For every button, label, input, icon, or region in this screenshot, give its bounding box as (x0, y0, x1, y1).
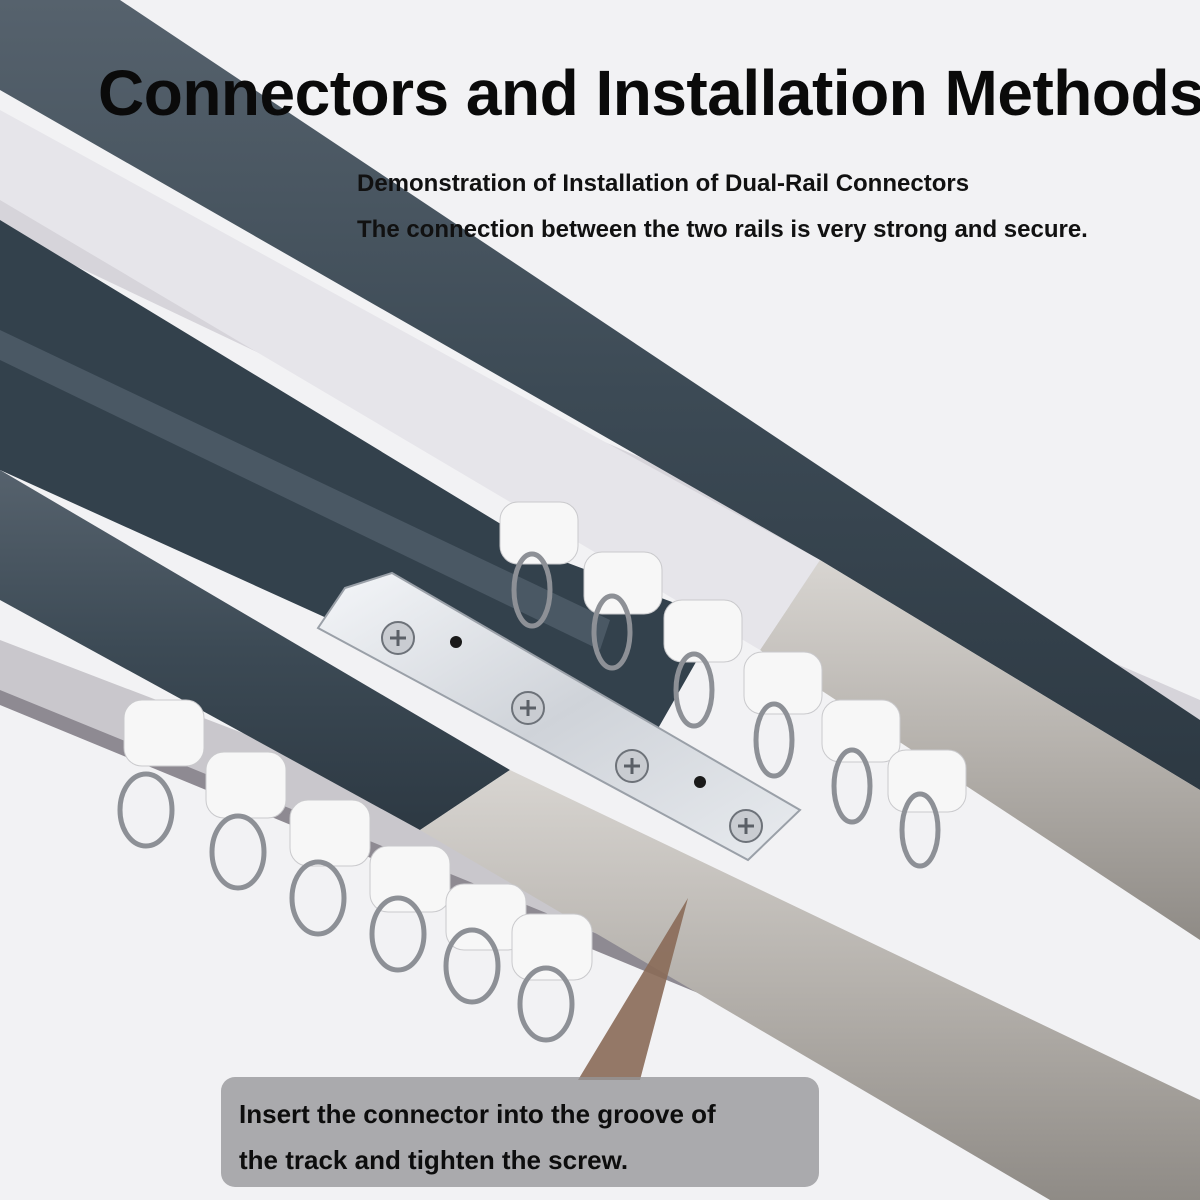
phillips-screw-icon (511, 691, 545, 725)
instruction-callout: Insert the connector into the groove of … (221, 1077, 819, 1187)
curtain-runner-hook-icon (743, 651, 823, 779)
curtain-runner-hook-icon (583, 551, 663, 671)
curtain-runner-hook-icon (821, 699, 901, 825)
curtain-runner-hook-icon (205, 751, 287, 891)
callout-line-2: the track and tighten the screw. (239, 1145, 629, 1175)
curtain-runner-hook-icon (887, 749, 967, 869)
curtain-runner-hook-icon (499, 501, 579, 629)
page-title: Connectors and Installation Methods (98, 57, 1200, 129)
upper-dark-rail (0, 0, 1200, 790)
upper-rail-silver-end (760, 560, 1200, 940)
lower-dark-rail (0, 470, 510, 830)
curtain-runner-hook-icon (511, 913, 593, 1043)
lower-runner-row (117, 699, 593, 1043)
subtitle-line-1: Demonstration of Installation of Dual-Ra… (357, 170, 970, 197)
pointer-wedge (578, 898, 688, 1080)
callout-line-1: Insert the connector into the groove of (239, 1099, 716, 1129)
curtain-runner-hook-icon (663, 599, 743, 729)
middle-rail-highlight (0, 330, 610, 650)
curtain-runner-hook-icon (289, 799, 371, 937)
connector-hole (450, 636, 462, 648)
phillips-screw-icon (729, 809, 763, 843)
lower-rail-silver-end (420, 770, 1200, 1200)
connector-hole (694, 776, 706, 788)
curtain-runner-hook-icon (443, 883, 527, 1005)
subtitle-line-2: The connection between the two rails is … (357, 216, 1088, 243)
phillips-screw-icon (381, 621, 415, 655)
phillips-screw-icon (615, 749, 649, 783)
upper-runner-row (499, 501, 967, 869)
curtain-runner-hook-icon (117, 699, 205, 849)
connector-plate (316, 571, 802, 862)
curtain-runner-hook-icon (369, 845, 451, 973)
upper-rail-channel (0, 110, 820, 650)
